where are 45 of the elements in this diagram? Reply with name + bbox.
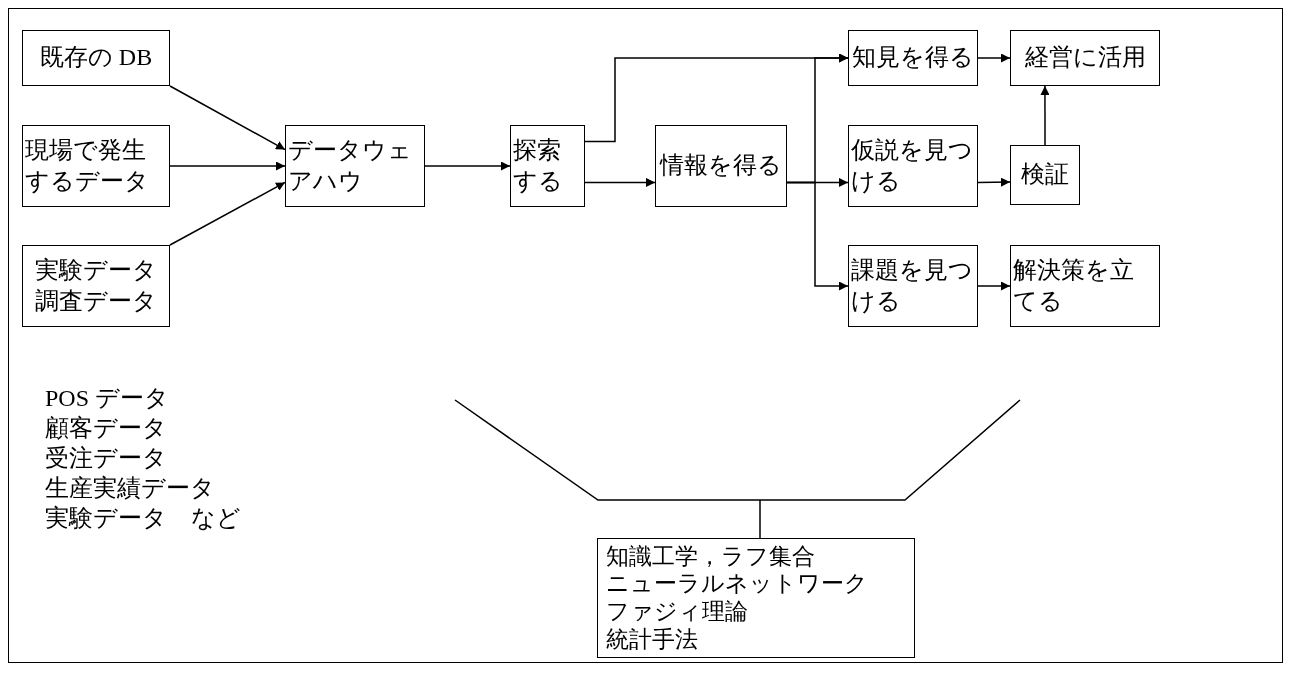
data-type-label: 実験データ など xyxy=(45,504,241,533)
process-box xyxy=(1010,245,1160,327)
process-box xyxy=(22,245,170,327)
process-box xyxy=(655,125,787,207)
process-box xyxy=(848,245,978,327)
box-text: 仮説を見つける xyxy=(851,135,974,196)
box-text: 検証 xyxy=(1021,160,1069,190)
arrow xyxy=(977,53,1011,63)
box-text: ファジィ理論 xyxy=(606,598,748,626)
data-type-label: 顧客データ xyxy=(45,414,167,443)
box-text: 統計手法 xyxy=(606,625,698,654)
box-text: 実験データ xyxy=(35,255,157,285)
arrow xyxy=(977,281,1011,291)
arrow xyxy=(424,161,511,171)
arrow xyxy=(169,181,286,246)
box-text: 経営に活用 xyxy=(1024,43,1146,73)
box-text: 探索する xyxy=(513,135,564,196)
box-text: 現場で発生するデータ xyxy=(25,135,150,196)
process-box xyxy=(597,538,915,658)
process-box xyxy=(1010,145,1080,205)
box-text: 調査データ xyxy=(35,287,157,316)
data-type-label: 受注データ xyxy=(45,444,167,473)
data-type-label: 生産実績データ xyxy=(45,474,215,503)
box-text: 知識工学，ラフ集合 xyxy=(606,542,815,571)
process-box xyxy=(848,30,978,86)
process-box xyxy=(22,125,170,207)
box-text: 既存の DB xyxy=(39,43,153,73)
box-text: 情報を得る xyxy=(660,151,782,181)
arrow xyxy=(584,177,656,187)
box-text: データウェアハウ xyxy=(288,135,413,196)
process-box xyxy=(510,125,585,207)
arrow xyxy=(169,161,286,171)
process-box xyxy=(1010,30,1160,86)
arrow xyxy=(786,181,849,291)
box-text: 課題を見つける xyxy=(851,255,974,316)
process-box xyxy=(848,125,978,207)
process-box xyxy=(22,30,170,86)
box-text: 解決策を立てる xyxy=(1013,255,1135,316)
process-box xyxy=(285,125,425,207)
box-text: 知見を得る xyxy=(852,43,974,73)
data-type-label: POS データ xyxy=(45,384,170,413)
arrow xyxy=(977,177,1011,187)
arrow xyxy=(169,85,286,151)
arrow xyxy=(1040,85,1050,146)
box-text: ニューラルネットワーク xyxy=(606,570,868,598)
